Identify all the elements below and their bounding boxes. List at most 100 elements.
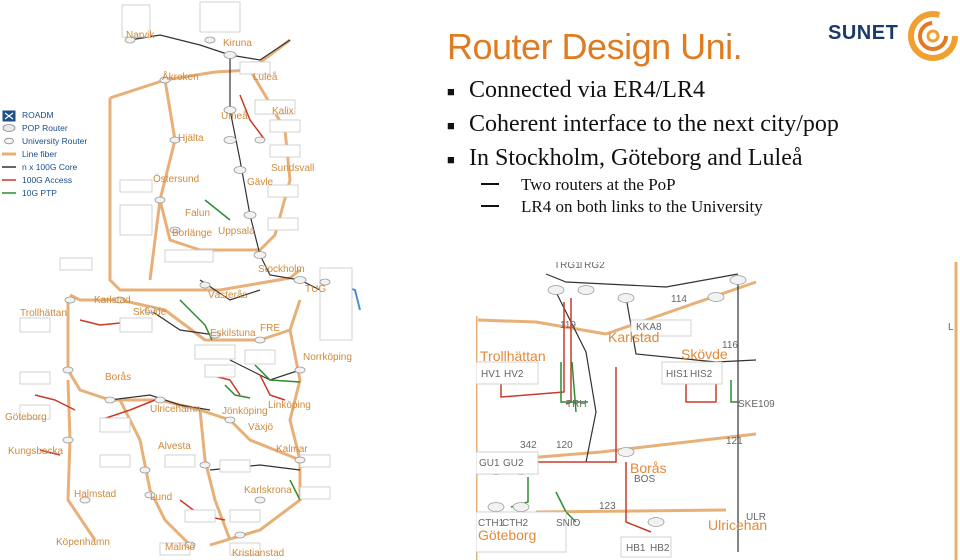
city-label: Borås [105, 371, 131, 383]
city-label: FRE [260, 323, 280, 334]
bullet-text: Connected via ER4/LR4 [469, 77, 705, 103]
zoom-city-trollhattan: Trollhättan [480, 348, 546, 364]
zoom-label-hb2: HB2 [650, 543, 670, 554]
zoom-city-boras: Borås [630, 460, 667, 476]
legend-label: Line fiber [22, 148, 57, 159]
city-label: Västerås [208, 289, 247, 301]
bullet-text: In Stockholm, Göteborg and Luleå [469, 145, 803, 171]
legend-label: 100G Access [22, 174, 73, 185]
city-label: Åkroken [162, 70, 199, 83]
city-label: Linköping [268, 400, 311, 411]
zoom-label-kka8: KKA8 [636, 322, 662, 333]
zoom-label-121: 121 [726, 436, 743, 447]
legend-label: 10G PTP [22, 187, 57, 198]
legend-item-ptp: 10G PTP [2, 186, 98, 199]
city-label: Ulricehamn [150, 404, 201, 415]
zoom-label-trg1: TRG1 [554, 262, 581, 271]
zoom-label-120: 120 [556, 440, 573, 451]
city-label: Växjö [248, 422, 273, 433]
bullet-list: ■ Connected via ER4/LR4 ■ Coherent inter… [447, 76, 847, 218]
city-label: Skövde [133, 307, 167, 318]
bullet-item: ■ Coherent interface to the next city/po… [447, 110, 847, 140]
legend-item-line-fiber: Line fiber [2, 147, 98, 160]
city-label: Umeå [221, 110, 248, 122]
zoom-label-123: 123 [599, 501, 616, 512]
city-label: Lund [150, 492, 172, 503]
city-label: Halmstad [74, 489, 116, 500]
city-label: Östersund [153, 173, 199, 185]
roadm-icon [2, 110, 16, 121]
legend-label: POP Router [22, 122, 68, 133]
dash-bullet-icon [481, 205, 499, 207]
square-bullet-icon: ■ [447, 152, 455, 167]
zoom-label-cth2: CTH2 [502, 518, 529, 529]
city-label: Karlstad [94, 295, 131, 306]
zoom-city-karlstad: Karlstad [608, 329, 659, 345]
zoom-label-his1: HIS1 [666, 369, 689, 380]
city-label: Borlänge [172, 228, 212, 239]
zoom-label-hv2: HV2 [504, 369, 524, 380]
zoom-label-119: 119 [560, 320, 576, 331]
city-label: Sundsvall [271, 163, 314, 174]
logo-text: SUNET [828, 22, 899, 44]
bullet-item: ■ In Stockholm, Göteborg and Luleå [447, 144, 847, 174]
legend-item-roadm: ROADM [2, 108, 98, 121]
legend-item-core: n x 100G Core [2, 160, 98, 173]
city-label: Köpenhamn [56, 537, 110, 548]
city-label: Kalix [272, 106, 294, 117]
zoom-label-his2: HIS2 [690, 369, 713, 380]
city-label: Kristianstad [232, 548, 284, 559]
zoom-label-116: 116 [722, 340, 738, 351]
legend-item-university-router: University Router [2, 134, 98, 147]
bullet-text: Coherent interface to the next city/pop [469, 111, 839, 137]
square-bullet-icon: ■ [447, 118, 455, 133]
city-label: Alvesta [158, 441, 191, 452]
zoom-label-snio: SNIO [556, 518, 581, 529]
city-label: Kiruna [223, 38, 252, 49]
city-label: Kungsbacka [8, 446, 63, 457]
slide-title: Router Design Uni. [447, 26, 743, 67]
city-label: Luleå [253, 71, 278, 83]
map-legend: ROADM POP Router University Router Line … [2, 108, 98, 199]
zoom-city-ulricehamn: Ulricehan [708, 517, 767, 533]
legend-label: ROADM [22, 109, 54, 120]
city-label: Gävle [247, 177, 274, 188]
zoom-label-gu2: GU2 [503, 458, 524, 469]
legend-label: University Router [22, 135, 88, 146]
zoom-label-trh: TRH [566, 399, 587, 410]
zoom-label-hb1: HB1 [626, 543, 646, 554]
router-small-icon [2, 136, 16, 146]
dash-bullet-icon [481, 183, 499, 185]
sub-bullet-text: LR4 on both links to the University [521, 197, 763, 216]
city-label: Karlskrona [244, 485, 292, 496]
city-label: Eskilstuna [210, 328, 256, 339]
legend-item-pop-router: POP Router [2, 121, 98, 134]
sub-bullet-text: Two routers at the PoP [521, 175, 676, 194]
city-label: Trollhättan [20, 308, 67, 319]
city-label: Kalmar [276, 444, 308, 455]
zoom-label-342: 342 [520, 440, 537, 451]
city-label: Malmö [165, 542, 195, 553]
zoom-city-goteborg: Göteborg [478, 527, 536, 543]
city-label: Narvik [126, 30, 155, 41]
zoom-label-114: 114 [671, 294, 687, 305]
city-label: Uppsala [218, 226, 255, 237]
square-bullet-icon: ■ [447, 84, 455, 99]
zoom-label-hv1: HV1 [481, 369, 501, 380]
router-icon [2, 123, 16, 133]
city-label: Norrköping [303, 352, 352, 363]
zoom-label-ske109: SKE109 [738, 399, 775, 410]
zoom-city-skovde: Skövde [681, 346, 728, 362]
line-fiber-icon [2, 149, 16, 159]
sub-bullet-item: Two routers at the PoP [481, 174, 847, 196]
zoom-label-gu1: GU1 [479, 458, 500, 469]
zoom-detail-map: TRG1 TRG2 114 119 KKA8 Karlstad 116 Sköv… [476, 262, 958, 560]
sub-bullet-item: LR4 on both links to the University [481, 196, 847, 218]
zoom-label-bos: BOS [634, 474, 655, 485]
city-label: Falun [185, 208, 210, 219]
city-label: Göteborg [5, 412, 47, 423]
city-label: Stockholm [258, 264, 305, 275]
zoom-label-edge: L [948, 322, 954, 333]
legend-label: n x 100G Core [22, 161, 78, 172]
